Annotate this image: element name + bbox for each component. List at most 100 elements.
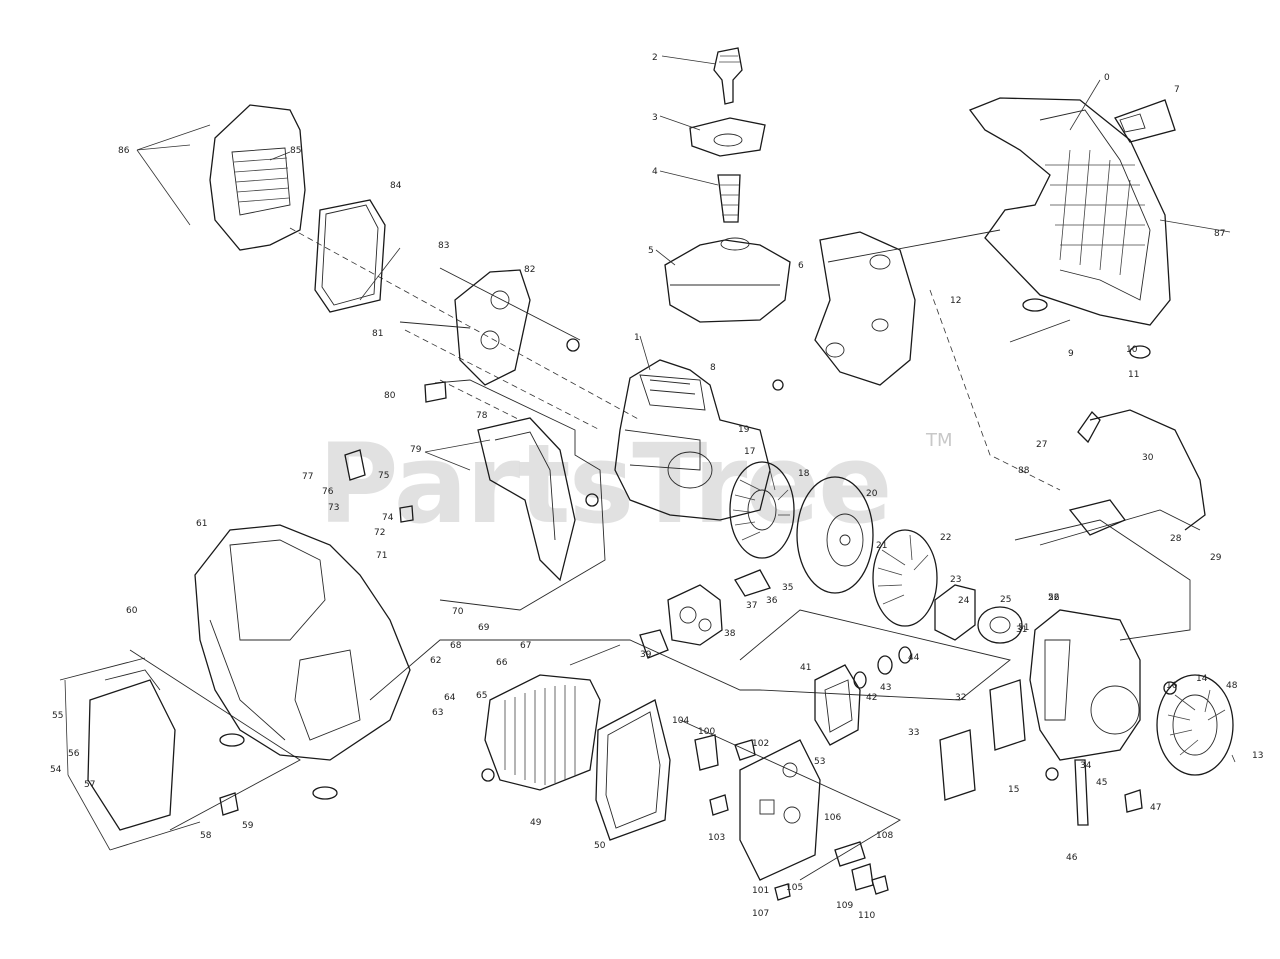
control-panel-frame [477,417,576,582]
fuel-filter [717,174,741,223]
callout-45: 45 [1096,778,1107,788]
callout-75: 75 [378,471,389,481]
breaker [834,841,866,867]
callout-101: 101 [752,886,769,896]
callout-50: 50 [594,841,606,851]
callout-60: 60 [126,606,138,616]
callout-51: 51 [1018,623,1029,633]
outlet [694,734,719,771]
callout-8: 8 [710,363,716,373]
callout-33: 33 [908,728,919,738]
callout-34: 34 [1080,761,1092,771]
callout-43: 43 [880,683,891,693]
callout-81: 81 [372,329,383,339]
callout-13: 13 [1252,751,1263,761]
callout-86: 86 [118,146,130,156]
circuit-module [851,863,874,891]
switch [734,739,756,761]
top-right-housing [968,97,1171,326]
fuel-elbow [1077,410,1101,444]
callout-58: 58 [200,831,212,841]
callout-83: 83 [438,241,449,251]
watermark: PartsTree [318,420,891,548]
callout-82: 82 [524,265,535,275]
callout-11: 11 [1128,370,1139,380]
callout-14: 14 [1196,674,1208,684]
callout-66: 66 [496,658,508,668]
callout-74: 74 [382,513,394,523]
left-housing [194,524,411,761]
fuel-line [1089,409,1206,531]
callout-2: 2 [652,53,658,63]
callout-21: 21 [876,541,887,551]
hardware [59,229,1177,851]
fuel-tank [664,237,791,323]
callout-69: 69 [478,623,490,633]
insulator-spacer [734,569,771,597]
fuel-cap-gasket [689,117,766,157]
callout-5: 5 [648,246,654,256]
callout-47: 47 [1150,803,1161,813]
callout-17: 17 [744,447,755,457]
fuel-valve [1068,499,1127,536]
callout-24: 24 [958,596,970,606]
air-filter-element [939,679,1026,801]
callout-18: 18 [798,469,810,479]
callout-84: 84 [390,181,402,191]
callout-67: 67 [520,641,531,651]
small-fuse [871,875,889,895]
callout-20: 20 [866,489,878,499]
callout-32: 32 [955,693,966,703]
callout-65: 65 [476,691,487,701]
callout-59: 59 [242,821,254,831]
callout-10: 10 [1126,345,1138,355]
callout-108: 108 [876,831,893,841]
callout-9: 9 [1068,349,1074,359]
grommet [774,883,791,901]
callout-26: 26 [1048,593,1060,603]
callout-23: 23 [950,575,961,585]
muffler-cover [209,104,306,251]
handle-cap [1114,99,1176,143]
side-panel [87,669,176,831]
callout-1: 1 [634,333,640,343]
callout-106: 106 [824,813,841,823]
callout-87: 87 [1214,229,1225,239]
carburetor-gasket [639,629,669,659]
callout-42: 42 [866,693,877,703]
callout-15: 15 [1008,785,1019,795]
callout-0: 0 [1104,73,1110,83]
air-cleaner [814,664,861,746]
air-cleaner-rings [853,646,912,689]
callout-44: 44 [908,653,920,663]
callout-76: 76 [322,487,334,497]
callout-16: 16 [1166,681,1178,691]
callout-37: 37 [746,601,757,611]
callout-57: 57 [84,780,95,790]
callout-107: 107 [752,909,769,919]
callout-102: 102 [752,739,769,749]
callout-64: 64 [444,693,456,703]
callout-68: 68 [450,641,462,651]
callout-25: 25 [1000,595,1011,605]
callout-62: 62 [430,656,441,666]
fuel-cap [713,47,743,105]
callout-41: 41 [800,663,811,673]
callout-109: 109 [836,901,853,911]
engine-shroud [814,231,916,386]
callout-80: 80 [384,391,396,401]
callout-3: 3 [652,113,658,123]
callout-6: 6 [798,261,804,271]
callout-28: 28 [1170,534,1182,544]
callout-73: 73 [328,503,339,513]
callout-46: 46 [1066,853,1078,863]
recoil-starter [1156,674,1234,776]
callout-85: 85 [290,146,301,156]
callout-63: 63 [432,708,443,718]
callout-38: 38 [724,629,736,639]
starter-cup [934,584,1023,644]
callout-7: 7 [1174,85,1180,95]
callout-55: 55 [52,711,63,721]
recoil-housing [1029,609,1141,761]
